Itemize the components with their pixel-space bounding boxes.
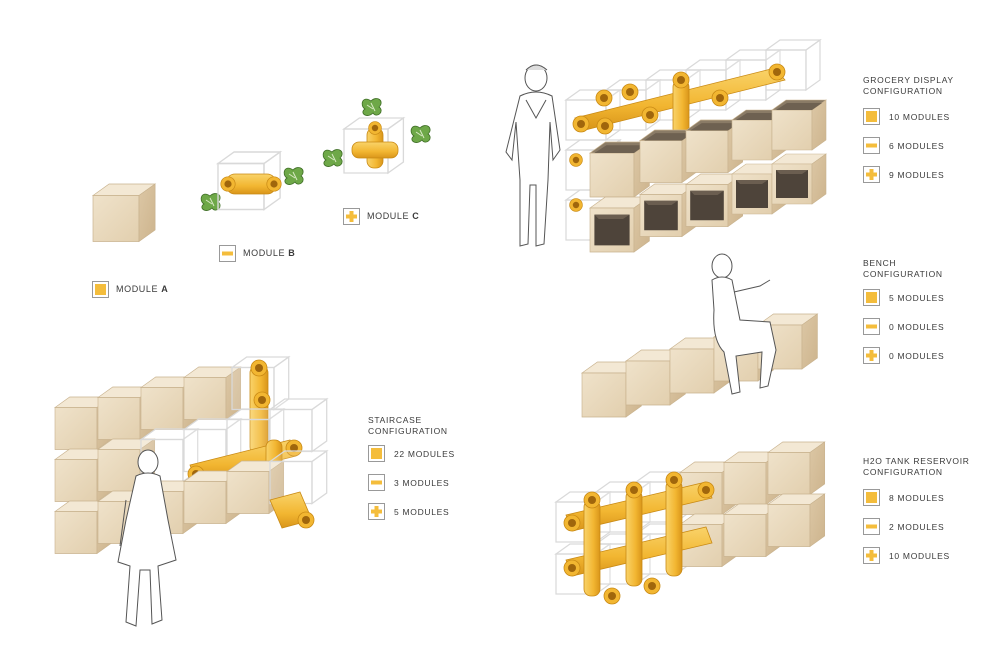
plus-icon (343, 208, 360, 225)
config-row-text: 10 MODULES (889, 112, 950, 122)
dash-icon (863, 318, 880, 335)
bench-illustration (581, 313, 818, 418)
config-row-text: 0 MODULES (889, 351, 945, 361)
config-row-text: 9 MODULES (889, 170, 945, 180)
config-row-text: 10 MODULES (889, 551, 950, 561)
dash-icon (368, 474, 385, 491)
module-c-illustration (322, 98, 431, 174)
config-subtitle: CONFIGURATION (863, 467, 943, 477)
staircase-illustration (54, 356, 328, 554)
plus-icon (863, 347, 880, 364)
config-title: H2O TANK RESERVOIR (863, 456, 970, 466)
module-c-letter: C (412, 211, 420, 221)
plus-icon (368, 503, 385, 520)
bench-config-legend: BENCH CONFIGURATION 5 MODULES 0 MODULES … (863, 258, 944, 364)
config-row-text: 22 MODULES (394, 449, 455, 459)
config-title: GROCERY DISPLAY (863, 75, 954, 85)
dash-icon (219, 245, 236, 262)
config-row-text: 3 MODULES (394, 478, 450, 488)
config-subtitle: CONFIGURATION (863, 269, 943, 279)
staircase-config-legend: STAIRCASE CONFIGURATION 22 MODULES 3 MOD… (368, 415, 454, 520)
config-row-text: 5 MODULES (394, 507, 450, 517)
square-fill-icon (863, 289, 880, 306)
config-row-text: 2 MODULES (889, 522, 945, 532)
module-c-prefix: MODULE (367, 211, 410, 221)
config-row-text: 5 MODULES (889, 293, 945, 303)
square-fill-icon (92, 281, 109, 298)
dash-icon (863, 137, 880, 154)
config-row-text: 8 MODULES (889, 493, 945, 503)
grocery-display-illustration (565, 39, 827, 253)
plus-icon (863, 547, 880, 564)
config-subtitle: CONFIGURATION (863, 86, 943, 96)
config-title: BENCH (863, 258, 897, 268)
module-a-prefix: MODULE (116, 284, 159, 294)
module-a-cube (92, 183, 156, 242)
grocery-config-legend: GROCERY DISPLAY CONFIGURATION 10 MODULES… (863, 75, 954, 183)
square-fill-icon (863, 489, 880, 506)
person-figure-woman-sitting (711, 253, 777, 395)
person-figure-man (505, 64, 561, 247)
config-title: STAIRCASE (368, 415, 422, 425)
config-row-text: 0 MODULES (889, 322, 945, 332)
module-b-illustration (200, 151, 304, 212)
plus-icon (863, 166, 880, 183)
h2o-tank-config-legend: H2O TANK RESERVOIR CONFIGURATION 8 MODUL… (863, 456, 970, 564)
config-subtitle: CONFIGURATION (368, 426, 448, 436)
square-fill-icon (863, 108, 880, 125)
person-figure-walking (117, 449, 177, 627)
config-row-text: 6 MODULES (889, 141, 945, 151)
dash-icon (863, 518, 880, 535)
h2o-tank-illustration (555, 441, 826, 605)
module-b-letter: B (288, 248, 296, 258)
square-fill-icon (368, 445, 385, 462)
module-a-letter: A (161, 284, 169, 294)
module-b-prefix: MODULE (243, 248, 286, 258)
